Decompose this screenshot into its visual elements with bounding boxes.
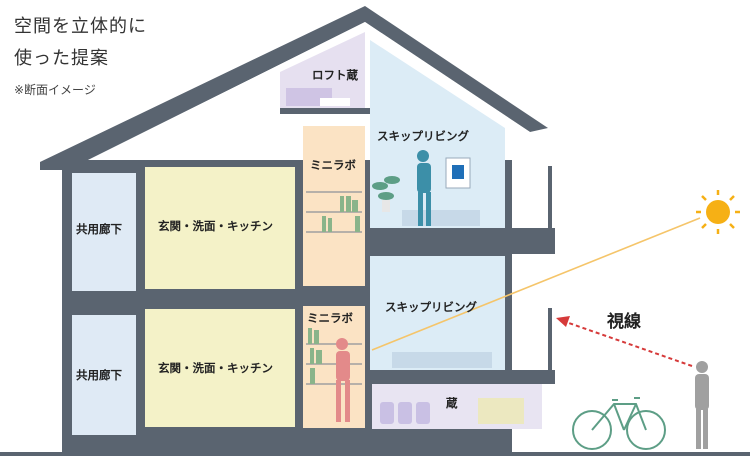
person-upper-icon: [417, 150, 431, 226]
caption-line-2: 使った提案: [14, 48, 109, 69]
label-entrance-upper: 玄関・洗面・キッチン: [158, 219, 273, 233]
picture-art: [452, 165, 464, 179]
loft-pillow: [320, 98, 350, 106]
sightline-arrow: [565, 321, 693, 367]
sun-ray: [371, 217, 701, 351]
storage-bottles: [380, 402, 430, 424]
bicycle-icon: [572, 397, 666, 450]
label-skip-living-upper: スキップリビング: [377, 129, 469, 143]
loft-floor: [280, 108, 370, 114]
corridor-lower-room: [72, 315, 136, 435]
roof: [40, 6, 548, 170]
label-loft: ロフト蔵: [312, 68, 358, 82]
sightline-arrowhead: [556, 316, 570, 327]
caption-note: ※断面イメージ: [14, 83, 96, 97]
label-entrance-lower: 玄関・洗面・キッチン: [158, 361, 273, 375]
label-skip-living-lower: スキップリビング: [385, 300, 477, 314]
sofa-lower: [392, 352, 492, 368]
person-lower-icon: [336, 338, 350, 422]
plant-icon: [372, 176, 400, 212]
balcony-upper-rail: [548, 166, 552, 228]
mini-lab-lower-room: [303, 306, 365, 428]
person-outside-icon: [695, 361, 709, 449]
caption-line-1: 空間を立体的に: [14, 16, 147, 37]
label-storage: 蔵: [446, 396, 458, 410]
label-mini-lab-lower: ミニラボ: [307, 311, 353, 325]
sofa-upper: [402, 210, 480, 226]
corridor-upper-room: [72, 173, 136, 291]
entrance-lower-room: [145, 309, 295, 427]
skip-living-upper-room: [370, 40, 505, 228]
label-sightline: 視線: [607, 312, 641, 332]
books-lower: [308, 328, 322, 384]
label-mini-lab-upper: ミニラボ: [310, 158, 356, 172]
label-corridor-lower: 共用廊下: [76, 368, 122, 382]
balcony-lower-rail: [548, 308, 552, 370]
books-upper: [322, 196, 360, 232]
sun-icon: [696, 190, 740, 234]
balcony-lower-floor: [505, 370, 555, 384]
entrance-upper-room: [145, 167, 295, 289]
storage-box: [478, 398, 524, 424]
skip-living-lower-room: [370, 256, 505, 370]
label-corridor-upper: 共用廊下: [76, 222, 122, 236]
balcony-upper-floor: [505, 228, 555, 254]
